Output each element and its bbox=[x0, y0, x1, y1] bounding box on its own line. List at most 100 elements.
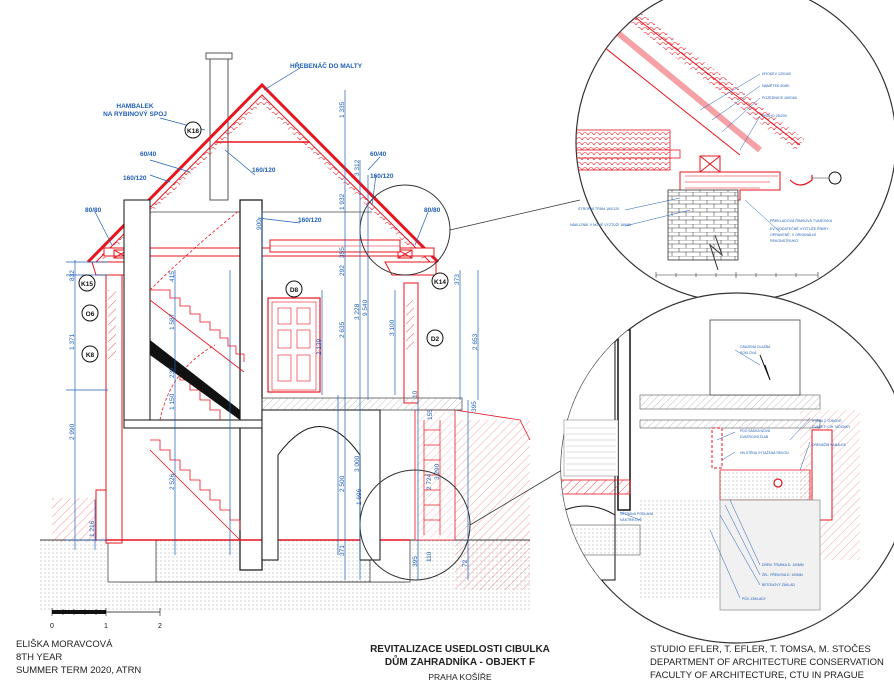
svg-text:VĚTRANÁ PODLAHA: VĚTRANÁ PODLAHA bbox=[620, 511, 654, 516]
svg-text:1 932: 1 932 bbox=[339, 193, 346, 210]
tag-k8: K8 bbox=[81, 345, 99, 363]
svg-text:EV. DODATEČNÉ VÝZTUŽE ŘÍMSY: EV. DODATEČNÉ VÝZTUŽE ŘÍMSY bbox=[770, 226, 829, 231]
project-subtitle: DŮM ZAHRADNÍKA - OBJEKT F bbox=[384, 657, 536, 668]
svg-text:9 540: 9 540 bbox=[362, 299, 369, 316]
svg-text:ŽEL. PŘEKOVA D. 100MM: ŽEL. PŘEKOVA D. 100MM bbox=[762, 572, 803, 577]
svg-text:832: 832 bbox=[69, 270, 76, 281]
svg-text:D8: D8 bbox=[290, 287, 299, 294]
svg-text:237: 237 bbox=[169, 367, 176, 378]
timber-label-7: 160/120 bbox=[298, 217, 322, 224]
svg-text:PŮV. ZÁKLADY: PŮV. ZÁKLADY bbox=[742, 596, 767, 601]
tag-k15: K15 bbox=[78, 274, 96, 292]
scale-label-2: 2 bbox=[158, 623, 162, 630]
dimension-values: 1 335 3 312 1 932 900 355 292 2 635 3 22… bbox=[69, 101, 479, 567]
svg-text:900: 900 bbox=[256, 219, 263, 230]
project-title: REVITALIZACE USEDLOSTI CIBULKA bbox=[370, 644, 550, 655]
svg-text:K15: K15 bbox=[81, 281, 93, 288]
svg-text:1 696: 1 696 bbox=[356, 488, 363, 505]
svg-text:72: 72 bbox=[462, 559, 469, 567]
tag-k18: K18 bbox=[184, 121, 202, 139]
svg-text:PDO SÁDKA NOVÁ: PDO SÁDKA NOVÁ bbox=[740, 429, 771, 433]
svg-text:KROKEV 120/160: KROKEV 120/160 bbox=[762, 72, 791, 76]
tag-k14: K14 bbox=[431, 272, 449, 290]
svg-text:DRENÁŽNÍ KANÁLEK: DRENÁŽNÍ KANÁLEK bbox=[812, 442, 847, 447]
scale-label-1: 1 bbox=[104, 623, 108, 630]
timber-label-3: 160/120 bbox=[252, 167, 276, 174]
svg-text:2 500: 2 500 bbox=[339, 475, 346, 492]
svg-text:110: 110 bbox=[426, 551, 433, 562]
svg-text:OSAZENÁ DLAŽBA: OSAZENÁ DLAŽBA bbox=[740, 344, 771, 349]
svg-text:355: 355 bbox=[339, 247, 346, 258]
tag-d2: D2 bbox=[426, 329, 444, 347]
svg-text:2 990: 2 990 bbox=[69, 423, 76, 440]
svg-text:K18: K18 bbox=[187, 128, 199, 135]
timber-label-6: 160/120 bbox=[370, 173, 394, 180]
collar-label-1: HAMBALEK bbox=[116, 103, 153, 110]
eaves-detail-text: KROKEV 120/160 NÁMĚTEK 60/80 POZEDNICE 1… bbox=[570, 72, 833, 243]
svg-text:2 526: 2 526 bbox=[169, 473, 176, 490]
foundation-detail-text: OSAZENÁ DLAŽBA SOKLOVÁ PDO SÁDKA NOVÁ DV… bbox=[620, 344, 851, 601]
timber-label-1: 60/40 bbox=[140, 151, 157, 158]
retaining-ground bbox=[455, 420, 530, 590]
svg-text:395: 395 bbox=[471, 401, 478, 412]
foundation-detail bbox=[560, 292, 894, 644]
svg-text:DVATROJNÍ ŽLAB: DVATROJNÍ ŽLAB bbox=[740, 434, 769, 439]
svg-text:292: 292 bbox=[339, 265, 346, 276]
svg-text:K8: K8 bbox=[86, 352, 95, 359]
svg-text:NÁMĚTEK 60/80: NÁMĚTEK 60/80 bbox=[762, 83, 789, 88]
eaves-detail bbox=[575, 0, 894, 303]
svg-text:K14: K14 bbox=[434, 279, 446, 286]
scale-label-0: 0 bbox=[50, 623, 54, 630]
author-term: SUMMER TERM 2020, ATRN bbox=[16, 665, 142, 676]
foundation-spec-box bbox=[563, 419, 619, 477]
timber-label-4: 80/80 bbox=[85, 207, 102, 214]
svg-text:2 635: 2 635 bbox=[339, 321, 346, 338]
svg-text:STROPNÍ TRÁM 160/120: STROPNÍ TRÁM 160/120 bbox=[578, 207, 619, 211]
scale-bar: 0 1 2 bbox=[50, 608, 162, 630]
department-line: DEPARTMENT OF ARCHITECTURE CONSERVATION bbox=[650, 657, 884, 668]
author-name: ELIŠKA MORAVCOVÁ bbox=[16, 639, 113, 650]
collar-label-2: NA RYBINOVÝ SPOJ bbox=[103, 109, 167, 118]
svg-text:DVACETI CIH. MOZAIKY: DVACETI CIH. MOZAIKY bbox=[812, 425, 851, 429]
svg-text:2 139: 2 139 bbox=[316, 338, 323, 355]
svg-text:415: 415 bbox=[169, 271, 176, 282]
svg-text:PRAHO 25/200: PRAHO 25/200 bbox=[762, 114, 787, 118]
svg-text:PŘEKLADOVÁ ŘÍMSOVÁ TVAROVKA: PŘEKLADOVÁ ŘÍMSOVÁ TVAROVKA bbox=[770, 218, 833, 223]
svg-text:371: 371 bbox=[339, 545, 346, 556]
tag-d8: D8 bbox=[285, 280, 303, 298]
svg-text:HN STĚNA VYTAŽENÁ REKON: HN STĚNA VYTAŽENÁ REKON bbox=[740, 450, 789, 455]
svg-text:3 228: 3 228 bbox=[354, 303, 361, 320]
project-place: PRAHA KOŠÍŘE bbox=[428, 672, 492, 682]
author-block: ELIŠKA MORAVCOVÁ 8TH YEAR SUMMER TERM 20… bbox=[16, 638, 141, 677]
svg-text:NÁKLIZNÍK V NOVÉ VÝZTUŽI 160/8: NÁKLIZNÍK V NOVÉ VÝZTUŽI 160/80 bbox=[570, 222, 631, 227]
faculty-line: FACULTY OF ARCHITECTURE, CTU IN PRAGUE bbox=[650, 670, 864, 681]
svg-text:1 216: 1 216 bbox=[89, 520, 96, 537]
svg-text:1 371: 1 371 bbox=[69, 333, 76, 350]
svg-text:3 000: 3 000 bbox=[354, 455, 361, 472]
svg-text:DREN. TRUBKA D. 100MM: DREN. TRUBKA D. 100MM bbox=[762, 563, 804, 567]
svg-text:3 100: 3 100 bbox=[389, 319, 396, 336]
timber-label-8: 80/80 bbox=[424, 207, 441, 214]
svg-text:OPRAVENÉ, V ORIGINÁLNÍ: OPRAVENÉ, V ORIGINÁLNÍ bbox=[770, 232, 816, 237]
svg-text:REKONSTRUKCI: REKONSTRUKCI bbox=[770, 239, 799, 243]
tag-o6: O6 bbox=[81, 304, 99, 322]
author-year: 8TH YEAR bbox=[16, 652, 63, 663]
svg-text:SOKLOVÁ: SOKLOVÁ bbox=[740, 351, 757, 355]
svg-text:O6: O6 bbox=[86, 311, 95, 318]
svg-text:395: 395 bbox=[412, 556, 419, 567]
svg-text:POZEDNICE 160/160: POZEDNICE 160/160 bbox=[762, 96, 797, 100]
institution-block: STUDIO EFLER, T. EFLER, T. TOMSA, M. STO… bbox=[650, 643, 884, 682]
svg-text:STĚNA Z TOMOVÉ: STĚNA Z TOMOVÉ bbox=[812, 418, 842, 423]
timber-label-5: 60/40 bbox=[370, 151, 387, 158]
timber-label-2: 160/120 bbox=[123, 175, 147, 182]
svg-text:BETONOVÝ ZÁKLAD: BETONOVÝ ZÁKLAD bbox=[762, 583, 795, 587]
studio-line: STUDIO EFLER, T. EFLER, T. TOMSA, M. STO… bbox=[650, 644, 871, 655]
svg-text:2 653: 2 653 bbox=[472, 333, 479, 350]
svg-text:3 290: 3 290 bbox=[434, 463, 441, 480]
svg-text:2 724: 2 724 bbox=[426, 473, 433, 490]
svg-text:NÁSTŘIKOVÉ: NÁSTŘIKOVÉ bbox=[620, 517, 643, 522]
section-text: HŘEBENÁČ DO MALTY HAMBALEK NA RYBINOVÝ S… bbox=[85, 61, 441, 224]
svg-text:1 150: 1 150 bbox=[169, 393, 176, 410]
svg-text:10: 10 bbox=[412, 390, 419, 398]
